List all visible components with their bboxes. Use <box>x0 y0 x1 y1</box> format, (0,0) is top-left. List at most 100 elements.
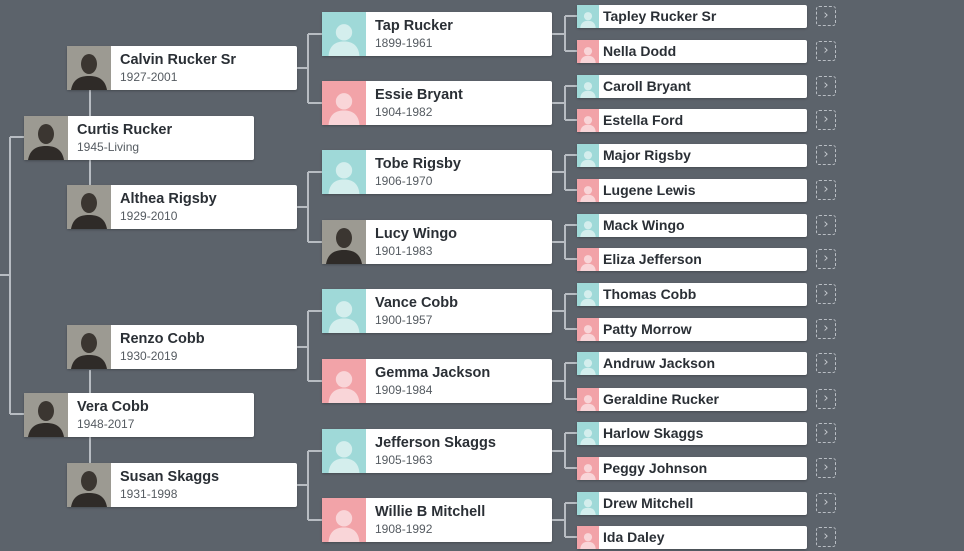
person-name: Willie B Mitchell <box>375 504 486 520</box>
person-card-great-grandparent[interactable]: Geraldine Rucker <box>577 388 807 411</box>
person-name: Susan Skaggs <box>120 469 220 485</box>
person-name: Renzo Cobb <box>120 331 205 347</box>
female-silhouette-icon <box>577 318 599 341</box>
person-card-root[interactable]: Curtis Rucker 1945-Living <box>24 116 254 160</box>
life-years: 1908-1992 <box>375 522 433 536</box>
person-name: Peggy Johnson <box>603 460 708 476</box>
person-name: Althea Rigsby <box>120 191 217 207</box>
person-card-great-grandparent[interactable]: Caroll Bryant <box>577 75 807 98</box>
person-card-grandparent[interactable]: Lucy Wingo 1901-1983 <box>322 220 552 264</box>
life-years: 1906-1970 <box>375 174 433 188</box>
person-name: Drew Mitchell <box>603 495 694 511</box>
male-silhouette-icon <box>322 289 366 333</box>
person-name: Harlow Skaggs <box>603 425 704 441</box>
person-card-great-grandparent[interactable]: Andruw Jackson <box>577 352 807 375</box>
person-name: Vance Cobb <box>375 295 458 311</box>
portrait-photo <box>67 463 111 507</box>
life-years: 1948-2017 <box>77 417 135 431</box>
person-card-parent[interactable]: Althea Rigsby 1929-2010 <box>67 185 297 229</box>
life-years: 1945-Living <box>77 140 140 154</box>
male-silhouette-icon <box>577 144 599 167</box>
expand-ancestors-button[interactable]: › <box>816 389 836 409</box>
female-silhouette-icon <box>577 526 599 549</box>
expand-ancestors-button[interactable]: › <box>816 215 836 235</box>
portrait-photo <box>24 393 68 437</box>
life-years: 1931-1998 <box>120 487 178 501</box>
expand-ancestors-button[interactable]: › <box>816 458 836 478</box>
person-card-spouse[interactable]: Vera Cobb 1948-2017 <box>24 393 254 437</box>
expand-ancestors-button[interactable]: › <box>816 284 836 304</box>
male-silhouette-icon <box>577 5 599 28</box>
person-card-parent[interactable]: Renzo Cobb 1930-2019 <box>67 325 297 369</box>
expand-ancestors-button[interactable]: › <box>816 76 836 96</box>
person-card-great-grandparent[interactable]: Thomas Cobb <box>577 283 807 306</box>
expand-ancestors-button[interactable]: › <box>816 319 836 339</box>
person-card-great-grandparent[interactable]: Harlow Skaggs <box>577 422 807 445</box>
person-name: Caroll Bryant <box>603 78 691 94</box>
female-silhouette-icon <box>322 359 366 403</box>
expand-ancestors-button[interactable]: › <box>816 180 836 200</box>
person-name: Lucy Wingo <box>375 226 458 242</box>
female-silhouette-icon <box>577 109 599 132</box>
expand-ancestors-button[interactable]: › <box>816 493 836 513</box>
expand-ancestors-button[interactable]: › <box>816 353 836 373</box>
male-silhouette-icon <box>577 283 599 306</box>
person-card-great-grandparent[interactable]: Nella Dodd <box>577 40 807 63</box>
person-name: Ida Daley <box>603 529 665 545</box>
person-card-great-grandparent[interactable]: Patty Morrow <box>577 318 807 341</box>
person-card-great-grandparent[interactable]: Peggy Johnson <box>577 457 807 480</box>
expand-ancestors-button[interactable]: › <box>816 6 836 26</box>
person-card-great-grandparent[interactable]: Drew Mitchell <box>577 492 807 515</box>
person-name: Eliza Jefferson <box>603 251 702 267</box>
expand-ancestors-button[interactable]: › <box>816 527 836 547</box>
male-silhouette-icon <box>322 12 366 56</box>
person-name: Tap Rucker <box>375 18 453 34</box>
person-name: Major Rigsby <box>603 147 691 163</box>
person-name: Nella Dodd <box>603 43 677 59</box>
female-silhouette-icon <box>577 388 599 411</box>
person-name: Lugene Lewis <box>603 182 696 198</box>
person-name: Vera Cobb <box>77 399 149 415</box>
female-silhouette-icon <box>322 81 366 125</box>
male-silhouette-icon <box>322 150 366 194</box>
person-card-great-grandparent[interactable]: Estella Ford <box>577 109 807 132</box>
person-card-great-grandparent[interactable]: Tapley Rucker Sr <box>577 5 807 28</box>
person-card-grandparent[interactable]: Vance Cobb 1900-1957 <box>322 289 552 333</box>
life-years: 1899-1961 <box>375 36 433 50</box>
person-name: Estella Ford <box>603 112 684 128</box>
life-years: 1930-2019 <box>120 349 178 363</box>
person-card-great-grandparent[interactable]: Lugene Lewis <box>577 179 807 202</box>
person-name: Thomas Cobb <box>603 286 697 302</box>
person-card-great-grandparent[interactable]: Ida Daley <box>577 526 807 549</box>
expand-ancestors-button[interactable]: › <box>816 110 836 130</box>
life-years: 1900-1957 <box>375 313 433 327</box>
person-card-grandparent[interactable]: Tap Rucker 1899-1961 <box>322 12 552 56</box>
person-card-great-grandparent[interactable]: Mack Wingo <box>577 214 807 237</box>
male-silhouette-icon <box>577 352 599 375</box>
person-name: Tapley Rucker Sr <box>603 8 717 24</box>
person-card-grandparent[interactable]: Willie B Mitchell 1908-1992 <box>322 498 552 542</box>
expand-ancestors-button[interactable]: › <box>816 423 836 443</box>
female-silhouette-icon <box>577 248 599 271</box>
person-name: Calvin Rucker Sr <box>120 52 237 68</box>
person-card-parent[interactable]: Susan Skaggs 1931-1998 <box>67 463 297 507</box>
person-name: Patty Morrow <box>603 321 692 337</box>
person-card-great-grandparent[interactable]: Eliza Jefferson <box>577 248 807 271</box>
male-silhouette-icon <box>577 492 599 515</box>
portrait-photo <box>24 116 68 160</box>
expand-ancestors-button[interactable]: › <box>816 41 836 61</box>
person-name: Gemma Jackson <box>375 365 491 381</box>
person-card-great-grandparent[interactable]: Major Rigsby <box>577 144 807 167</box>
life-years: 1929-2010 <box>120 209 178 223</box>
male-silhouette-icon <box>577 214 599 237</box>
expand-ancestors-button[interactable]: › <box>816 249 836 269</box>
life-years: 1901-1983 <box>375 244 433 258</box>
male-silhouette-icon <box>577 422 599 445</box>
expand-ancestors-button[interactable]: › <box>816 145 836 165</box>
person-name: Curtis Rucker <box>77 122 173 138</box>
